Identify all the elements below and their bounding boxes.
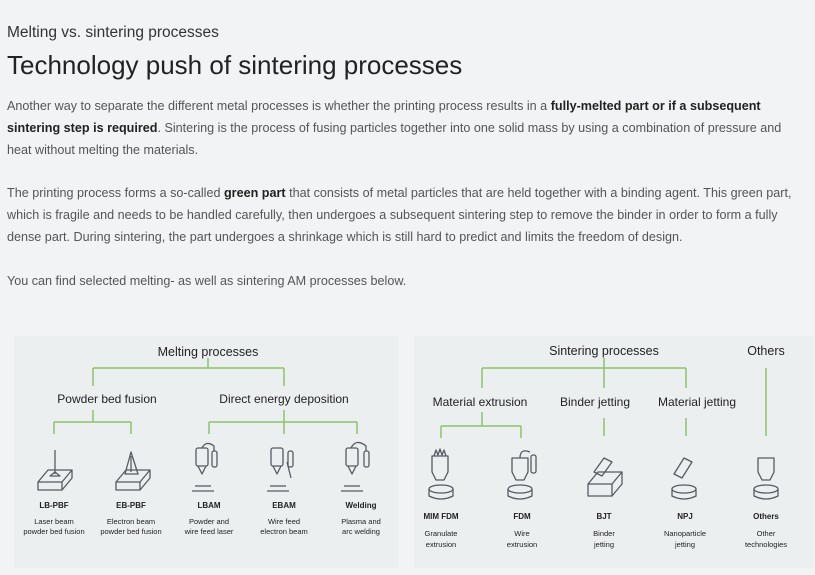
process-code: Others [753,512,779,521]
process-desc-1: Electron beam [107,517,155,526]
welding-icon [341,441,370,492]
granulate-extrusion-icon [428,448,454,500]
binder-jetting-icon [587,457,623,497]
binder-jetting-label: Binder jetting [560,395,630,409]
powder-bed-fusion-label: Powder bed fusion [57,392,156,406]
process-desc-1: Plasma and [341,517,381,526]
direct-energy-deposition-label: Direct energy deposition [219,392,348,406]
process-desc-1: Wire feed [268,517,300,526]
electron-beam-powder-bed-icon [115,451,151,491]
intro-paragraph: Another way to separate the different me… [7,99,782,157]
am-process-diagram: Melting processes Sintering processes Ot… [23,344,787,549]
green-part-paragraph: The printing process forms a so-called g… [7,186,792,244]
laser-deposition-icon [192,442,218,492]
sintering-processes-heading: Sintering processes [549,344,659,358]
process-desc-2: extrusion [426,540,456,549]
material-extrusion-label: Material extrusion [433,395,528,409]
emphasis-green-part: green part [223,186,286,200]
process-code: MIM FDM [423,512,458,521]
wire-extrusion-icon [507,450,537,500]
process-desc-2: technologies [745,540,787,549]
emphasis-fully-melted: fully-melted part or if a subsequent sin… [7,99,761,135]
page-title: Technology push of sintering processes [7,50,463,80]
process-code: LBAM [197,501,220,510]
process-code: EB-PBF [116,501,146,510]
connector-lines [53,358,767,438]
process-code: BJT [596,512,611,521]
section-kicker: Melting vs. sintering processes [7,24,219,41]
process-desc-2: extrusion [507,540,537,549]
process-desc-2: powder bed fusion [23,527,84,536]
process-code: NPJ [677,512,693,521]
process-desc-1: Wire [514,529,529,538]
process-desc-2: jetting [593,540,614,549]
process-desc-2: electron beam [260,527,308,536]
process-desc-2: wire feed laser [184,527,234,536]
process-code: EBAM [272,501,296,510]
electron-beam-deposition-icon [267,447,294,492]
process-desc-2: jetting [674,540,695,549]
process-code: LB-PBF [39,501,68,510]
melting-processes-heading: Melting processes [158,345,259,359]
process-desc-1: Binder [593,529,615,538]
other-technologies-icon [753,457,779,500]
processes-note: You can find selected melting- as well a… [7,274,407,288]
laser-powder-bed-icon [37,450,73,491]
process-code: FDM [513,512,531,521]
material-jetting-label: Material jetting [658,395,736,409]
sintering-panel [414,336,814,568]
process-desc-1: Laser beam [34,517,74,526]
others-heading: Others [747,344,785,358]
process-desc-1: Other [757,529,776,538]
process-desc-1: Powder and [189,517,229,526]
melting-panel [14,336,399,568]
process-desc-1: Granulate [425,529,458,538]
nanoparticle-jetting-icon [671,457,697,500]
process-desc-1: Nanoparticle [664,529,706,538]
process-desc-2: powder bed fusion [100,527,161,536]
process-desc-2: arc welding [342,527,380,536]
process-code: Welding [346,501,377,510]
